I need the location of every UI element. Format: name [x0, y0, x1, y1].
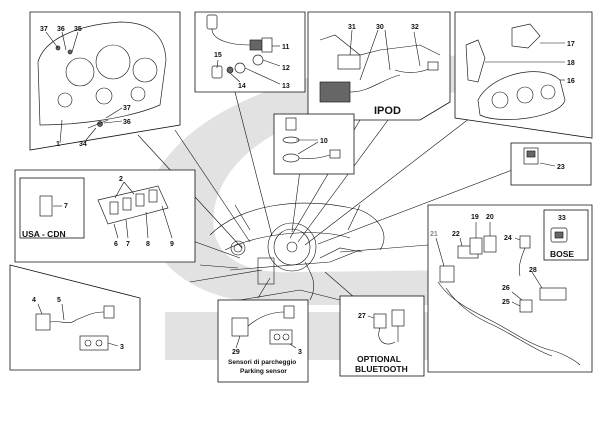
climate-control-group: 17 18 16 — [454, 11, 593, 139]
callout-13: 13 — [282, 83, 290, 90]
callout-25: 25 — [502, 299, 510, 306]
wiring-group: 33 BOSE 21 22 19 20 24 28 26 25 — [427, 204, 593, 373]
callout-4: 4 — [32, 297, 36, 304]
callout-24: 24 — [504, 235, 512, 242]
sensor-group: 4 5 3 — [9, 264, 141, 371]
switch-panel-group: 7 USA - CDN 2 6 7 8 9 — [14, 169, 196, 263]
callout-34: 34 — [79, 141, 87, 148]
callout-7b: 7 — [126, 241, 130, 248]
callout-21: 21 — [430, 231, 438, 238]
ipod-group: 31 30 32 IPOD — [307, 11, 451, 121]
callout-15: 15 — [214, 52, 222, 59]
callout-36a: 36 — [57, 26, 65, 33]
callout-16: 16 — [567, 78, 575, 85]
callout-12: 12 — [282, 65, 290, 72]
callout-32: 32 — [411, 24, 419, 31]
leader-lines — [137, 91, 513, 299]
callout-18: 18 — [567, 60, 575, 67]
callout-1: 1 — [56, 141, 60, 148]
callout-19: 19 — [471, 214, 479, 221]
instrument-cluster-group: 37 36 35 37 36 34 1 — [29, 11, 181, 151]
callout-11: 11 — [282, 44, 290, 51]
callout-30: 30 — [376, 24, 384, 31]
callout-5: 5 — [57, 297, 61, 304]
callout-8: 8 — [146, 241, 150, 248]
callout-35: 35 — [74, 26, 82, 33]
callout-31: 31 — [348, 24, 356, 31]
optional-caption: OPTIONAL — [357, 354, 401, 364]
callout-36b: 36 — [123, 119, 131, 126]
bluetooth-group: 27 OPTIONAL BLUETOOTH — [339, 295, 425, 377]
callout-37b: 37 — [123, 105, 131, 112]
callout-26: 26 — [502, 285, 510, 292]
callout-7a: 7 — [64, 203, 68, 210]
callout-28: 28 — [529, 267, 537, 274]
callout-10: 10 — [320, 138, 328, 145]
callout-29: 29 — [232, 349, 240, 356]
callout-3b: 3 — [298, 349, 302, 356]
callout-22: 22 — [452, 231, 460, 238]
bluetooth-caption: BLUETOOTH — [355, 364, 408, 374]
parking-sensor-group: 29 3 Sensori di parcheggio Parking senso… — [217, 299, 309, 383]
callout-6: 6 — [114, 241, 118, 248]
plug-group: 10 — [273, 113, 355, 175]
callout-2: 2 — [119, 176, 123, 183]
bose-caption: BOSE — [550, 249, 574, 259]
parking-caption-en: Parking sensor — [240, 368, 287, 375]
usa-cdn-caption: USA - CDN — [22, 229, 66, 239]
callout-17: 17 — [567, 41, 575, 48]
callout-27: 27 — [358, 313, 366, 320]
callout-37a: 37 — [40, 26, 48, 33]
callout-9: 9 — [170, 241, 174, 248]
callout-20: 20 — [486, 214, 494, 221]
callout-33: 33 — [558, 215, 566, 222]
socket-group: 11 12 13 14 15 — [194, 11, 306, 93]
callout-14: 14 — [238, 83, 246, 90]
callout-3a: 3 — [120, 344, 124, 351]
switch-23-group: 23 — [510, 142, 592, 186]
parking-caption-it: Sensori di parcheggio — [228, 359, 296, 366]
car-interior-view — [209, 202, 385, 301]
callout-23: 23 — [557, 164, 565, 171]
ipod-caption: IPOD — [374, 105, 401, 117]
